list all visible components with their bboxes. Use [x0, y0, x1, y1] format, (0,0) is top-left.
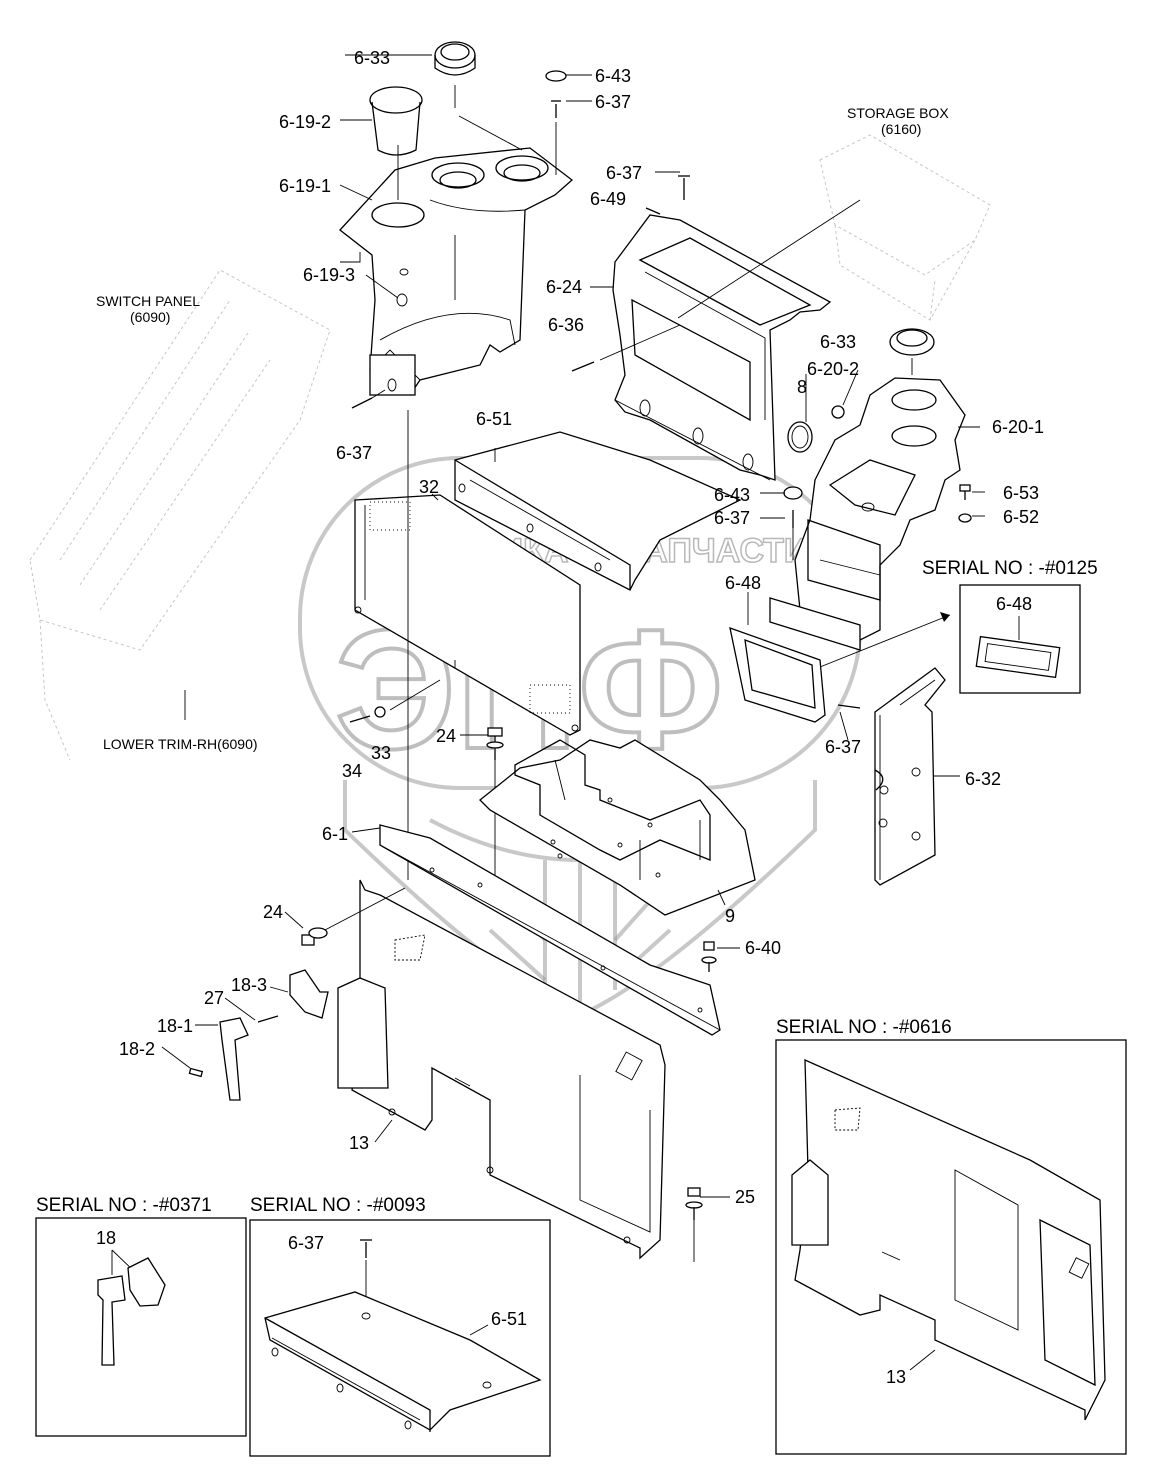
- lower-panel-6-1: [379, 824, 721, 1036]
- inset-serial-0371: SERIAL NO : -#0371 18: [35, 1195, 247, 1437]
- switch-panel-code: (6090): [130, 309, 170, 325]
- inset-0616-title: SERIAL NO : -#0616: [776, 1017, 952, 1038]
- label-18-3: 18-3: [231, 975, 267, 995]
- inset-serial-0093: SERIAL NO : -#0093 6-37 6-51: [249, 1195, 551, 1457]
- inset-0093-label-6-37: 6-37: [288, 1233, 324, 1253]
- label-24-upper: 24: [436, 726, 456, 746]
- inset-0093-label-6-51: 6-51: [491, 1309, 527, 1329]
- label-6-32: 6-32: [965, 769, 1001, 789]
- label-6-19-2: 6-19-2: [279, 112, 331, 132]
- right-console-6-20-1: [769, 328, 972, 651]
- label-27: 27: [204, 988, 224, 1008]
- label-6-52: 6-52: [1003, 507, 1039, 527]
- label-6-51: 6-51: [476, 409, 512, 429]
- inset-serial-0125: SERIAL NO : -#0125 6-48: [922, 558, 1098, 694]
- label-6-36: 6-36: [548, 315, 584, 335]
- label-6-37-frame: 6-37: [606, 163, 642, 183]
- bracket-9: [479, 739, 756, 916]
- label-32: 32: [419, 477, 439, 497]
- label-6-37-left: 6-37: [336, 443, 372, 463]
- storage-box-label: STORAGE BOX: [847, 105, 949, 121]
- leader-lines: [161, 54, 985, 1198]
- inset-0616-label-13: 13: [886, 1367, 906, 1387]
- storage-frame-6-24: [571, 175, 861, 481]
- inset-0125-label-6-48: 6-48: [996, 594, 1032, 614]
- vent-grille-bottom: [529, 684, 571, 714]
- label-18-1: 18-1: [157, 1016, 193, 1036]
- label-6-37-mid: 6-37: [714, 508, 750, 528]
- inset-0371-label-18: 18: [96, 1228, 116, 1248]
- label-6-20-2: 6-20-2: [807, 359, 859, 379]
- label-6-33-top: 6-33: [354, 48, 390, 68]
- label-6-40: 6-40: [745, 938, 781, 958]
- label-34: 34: [342, 761, 362, 781]
- label-6-43-mid: 6-43: [714, 485, 750, 505]
- label-6-37-right: 6-37: [825, 737, 861, 757]
- label-6-19-1: 6-19-1: [279, 176, 331, 196]
- label-33: 33: [371, 743, 391, 763]
- section-labels: STORAGE BOX (6160) SWITCH PANEL (6090) L…: [96, 105, 949, 752]
- lower-panel-13: [301, 879, 717, 1262]
- label-6-53: 6-53: [1003, 483, 1039, 503]
- label-6-49: 6-49: [590, 189, 626, 209]
- label-25: 25: [735, 1187, 755, 1207]
- label-8: 8: [797, 377, 807, 397]
- label-6-37-top: 6-37: [595, 92, 631, 112]
- inset-0093-title: SERIAL NO : -#0093: [250, 1195, 426, 1216]
- inset-0371-title: SERIAL NO : -#0371: [36, 1195, 212, 1216]
- panel-32: [349, 410, 581, 890]
- tray-6-51: [454, 431, 742, 591]
- switch-panel-label: SWITCH PANEL: [96, 293, 200, 309]
- storage-box-ghost: [819, 134, 991, 321]
- part-labels: 6-33 6-43 6-37 6-19-2 6-19-1 6-19-3 6-37…: [119, 48, 1044, 1207]
- label-6-24: 6-24: [546, 277, 582, 297]
- storage-box-code: (6160): [881, 121, 921, 137]
- label-6-43-top: 6-43: [595, 66, 631, 86]
- latch-assembly: [188, 969, 329, 1101]
- label-6-48: 6-48: [725, 573, 761, 593]
- panel-6-32: [729, 626, 946, 886]
- cup-holder-console: [339, 41, 574, 409]
- label-6-1: 6-1: [322, 824, 348, 844]
- label-18-2: 18-2: [119, 1039, 155, 1059]
- inset-0125-title: SERIAL NO : -#0125: [922, 558, 1098, 579]
- inset-serial-0616: SERIAL NO : -#0616 13: [775, 1017, 1127, 1455]
- label-9: 9: [725, 906, 735, 926]
- lower-trim-label: LOWER TRIM-RH(6090): [103, 736, 258, 752]
- label-6-20-1: 6-20-1: [992, 417, 1044, 437]
- vent-grille-top: [369, 501, 411, 531]
- switch-panel-ghost: [29, 269, 331, 761]
- label-13: 13: [349, 1133, 369, 1153]
- label-6-19-3: 6-19-3: [303, 265, 355, 285]
- label-24-lower: 24: [263, 902, 283, 922]
- label-6-33-right: 6-33: [820, 332, 856, 352]
